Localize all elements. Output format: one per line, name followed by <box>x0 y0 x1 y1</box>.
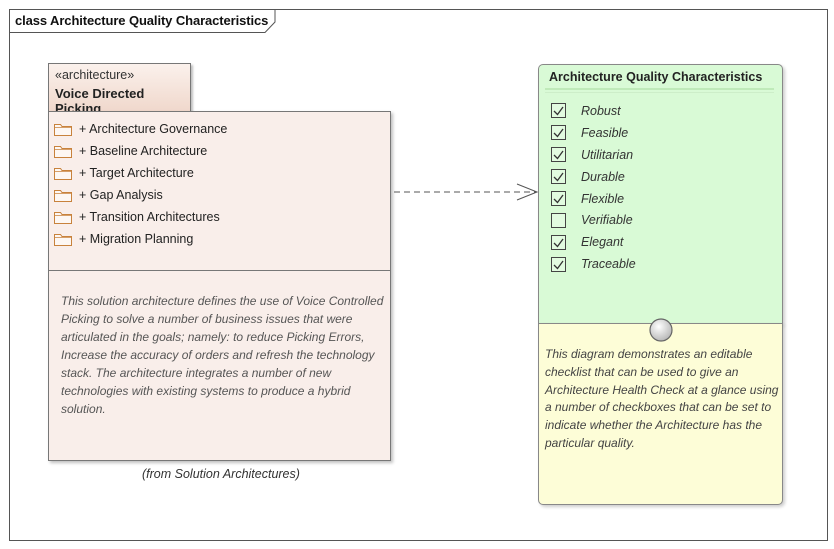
checklist-item[interactable]: Elegant <box>551 231 636 253</box>
package-item[interactable]: + Architecture Governance <box>53 118 227 140</box>
package-item-label: + Baseline Architecture <box>79 144 208 158</box>
checklist-item-label: Elegant <box>581 235 624 250</box>
package-item-list: + Architecture Governance + Baseline Arch… <box>53 118 227 250</box>
folder-icon <box>54 124 72 136</box>
dependency-arrow[interactable] <box>391 180 543 204</box>
checklist-item[interactable]: Verifiable <box>551 209 636 231</box>
package-stereotype: «architecture» <box>55 68 135 82</box>
folder-icon <box>54 234 72 246</box>
checklist-item-label: Flexible <box>581 191 625 206</box>
folder-icon <box>54 168 72 180</box>
package-item[interactable]: + Transition Architectures <box>53 206 227 228</box>
checklist-note[interactable]: This diagram demonstrates an editable ch… <box>538 323 783 505</box>
package-item-label: + Migration Planning <box>79 232 194 246</box>
package-item[interactable]: + Gap Analysis <box>53 184 227 206</box>
package-tab[interactable]: «architecture» Voice Directed Picking <box>48 63 191 116</box>
checklist-item[interactable]: Flexible <box>551 188 636 210</box>
checklist-item-label: Traceable <box>581 257 636 272</box>
package-note: This solution architecture defines the u… <box>61 294 384 416</box>
checklist-item-label: Verifiable <box>581 213 633 228</box>
checkbox-checked-icon[interactable] <box>551 234 566 250</box>
package-item-label: + Gap Analysis <box>79 188 163 202</box>
diagram-title: class Architecture Quality Characteristi… <box>15 13 269 28</box>
checkbox-checked-icon[interactable] <box>551 169 566 185</box>
checklist-item-label: Feasible <box>581 125 629 140</box>
checkbox-checked-icon[interactable] <box>551 125 566 141</box>
package-item-label: + Architecture Governance <box>79 122 228 136</box>
folder-icon <box>54 212 72 224</box>
frame-tab-outline <box>9 9 276 33</box>
checkbox-checked-icon[interactable] <box>551 256 566 272</box>
folder-icon <box>54 146 72 158</box>
package-from-label: (from Solution Architectures) <box>142 467 300 481</box>
checkbox-unchecked-icon[interactable] <box>551 212 566 228</box>
package-item-label: + Transition Architectures <box>79 210 220 224</box>
folder-icon <box>54 190 72 202</box>
checklist-item-label: Durable <box>581 169 625 184</box>
checkbox-checked-icon[interactable] <box>551 191 566 206</box>
checklist-title-rule-secondary <box>545 92 774 93</box>
checklist-item-label: Robust <box>581 103 621 118</box>
package-item[interactable]: + Baseline Architecture <box>53 140 227 162</box>
checklist-item-label: Utilitarian <box>581 147 634 162</box>
package-item-label: + Target Architecture <box>79 166 194 180</box>
checkbox-checked-icon[interactable] <box>551 147 566 163</box>
package-item[interactable]: + Target Architecture <box>53 162 227 184</box>
package-divider <box>49 270 390 271</box>
checklist-element[interactable]: Architecture Quality Characteristics Rob… <box>538 64 783 324</box>
checkbox-checked-icon[interactable] <box>551 103 566 119</box>
checklist-item[interactable]: Durable <box>551 166 636 188</box>
checklist-item[interactable]: Utilitarian <box>551 144 636 166</box>
checklist-title-rule <box>545 88 774 90</box>
checklist-item[interactable]: Traceable <box>551 253 636 275</box>
package-item[interactable]: + Migration Planning <box>53 228 227 250</box>
checklist-item[interactable]: Feasible <box>551 122 636 144</box>
package-body[interactable]: + Architecture Governance + Baseline Arch… <box>48 111 391 461</box>
checklist-title: Architecture Quality Characteristics <box>549 70 763 84</box>
checklist-item[interactable]: Robust <box>551 100 636 122</box>
checklist-note-text: This diagram demonstrates an editable ch… <box>545 347 779 450</box>
note-link-handle-icon[interactable] <box>648 318 676 344</box>
